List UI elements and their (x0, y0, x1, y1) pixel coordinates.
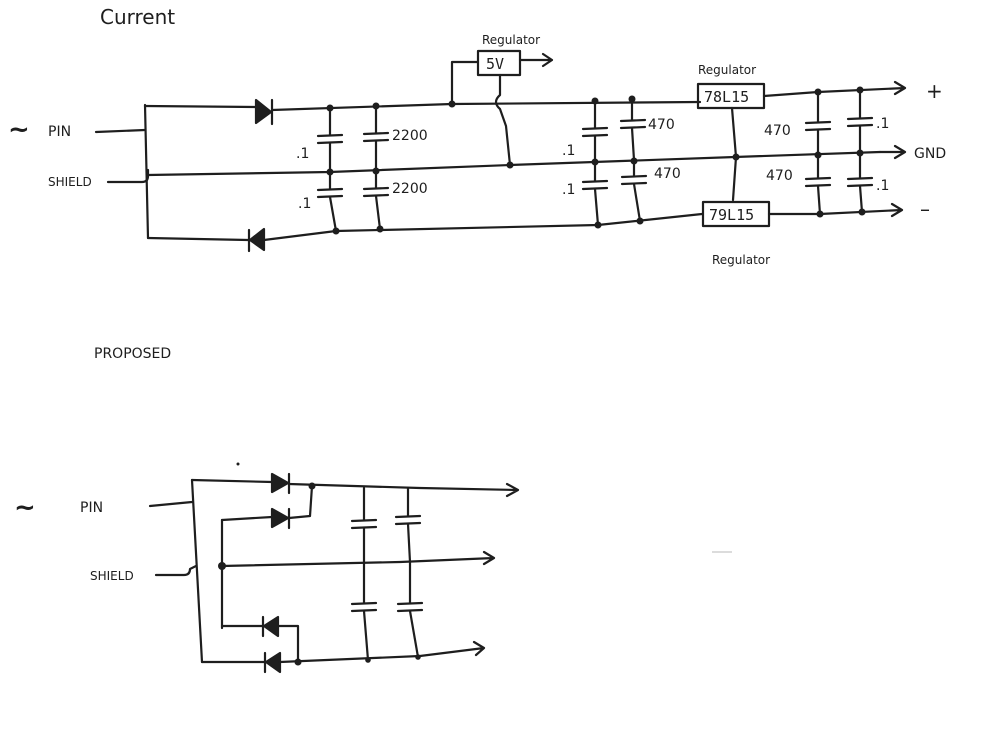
proposed-cap-3 (394, 486, 422, 564)
cap-out-2-label: 470 (766, 168, 793, 184)
cap-out-1-label: 470 (764, 123, 791, 139)
cap-small-3-label: .1 (562, 143, 575, 159)
proposed-shield-lead (154, 564, 198, 577)
cap-small-5-label: .1 (876, 116, 889, 132)
regulator-5v-output-arrow (518, 52, 554, 68)
proposed-diode-4 (263, 651, 282, 674)
current-title: Current (100, 5, 175, 29)
out-cap-470-bottom (804, 154, 832, 216)
proposed-cap-2 (350, 562, 378, 662)
proposed-pin-lead (148, 500, 194, 508)
ground-output-arrow (878, 144, 907, 160)
regulator-pos-label: Regulator (698, 63, 756, 77)
regulator-5v-value: 5V (486, 55, 504, 73)
proposed-title: PROPOSED (94, 346, 171, 362)
out-cap-small-top (846, 88, 874, 154)
proposed-cap-4 (396, 560, 424, 659)
current-pin-label: PIN (48, 124, 71, 140)
regulator-neg-label: Regulator (712, 253, 770, 267)
filter-cap-small-top (316, 106, 344, 173)
proposed-top-in (190, 478, 274, 484)
cap-small-1-label: .1 (296, 146, 309, 162)
output-gnd-label: GND (914, 146, 946, 162)
proposed-ac-source-icon: ~ (14, 493, 36, 523)
proposed-diode-2 (270, 507, 291, 530)
proposed-pin-label: PIN (80, 500, 103, 516)
negative-output-arrow (767, 202, 904, 218)
output-plus-label: + (926, 79, 943, 103)
proposed-junction-dots (218, 482, 421, 666)
mid-cap-small-top (581, 99, 609, 163)
proposed-outer-bus (190, 478, 204, 664)
out-cap-470-top (804, 91, 832, 156)
regulator-pos-value: 78L15 (704, 88, 749, 106)
output-minus-label: – (920, 197, 930, 221)
stray-dot (236, 462, 240, 466)
proposed-diode-1 (270, 472, 291, 495)
proposed-diode-tie-bottom (276, 624, 300, 664)
positive-output-arrow (762, 80, 907, 98)
regulator-5v-label: Regulator (482, 33, 540, 47)
cap-small-4-label: .1 (562, 182, 575, 198)
current-junction-dots (326, 86, 866, 235)
cap-bulk-2-label: 2200 (392, 181, 428, 197)
rectifier-diode-bottom (247, 227, 266, 253)
bulk-cap-bottom (362, 171, 390, 231)
cap-small-6-label: .1 (876, 178, 889, 194)
proposed-negative-rail (278, 640, 486, 664)
proposed-center-top (220, 515, 274, 522)
top-rail-in (143, 104, 257, 109)
bottom-rail-in (146, 236, 250, 242)
input-bus (143, 103, 150, 240)
proposed-positive-rail (287, 482, 520, 498)
ac-source-icon: ~ (8, 115, 30, 145)
pin-lead (94, 128, 147, 134)
mid-cap-470-top (619, 97, 647, 162)
cap-mid-2-label: 470 (654, 166, 681, 182)
cap-mid-1-label: 470 (648, 117, 675, 133)
proposed-diode-3 (261, 615, 280, 638)
out-cap-small-bottom (846, 152, 874, 214)
rectifier-diode-top (254, 98, 274, 126)
proposed-shield-label: SHIELD (90, 569, 134, 583)
negative-rail (262, 212, 704, 242)
cap-bulk-1-label: 2200 (392, 128, 428, 144)
mid-cap-470-bottom (620, 160, 648, 223)
positive-rail (270, 100, 702, 112)
shield-lead (106, 168, 150, 184)
proposed-diode-tie-top (287, 484, 314, 520)
filter-cap-small-bottom (316, 172, 344, 233)
proposed-circuit: PROPOSED ~ PIN SHIELD (14, 346, 732, 674)
proposed-cap-1 (350, 486, 378, 566)
current-circuit: Current ~ PIN SHIELD (8, 5, 946, 267)
current-shield-label: SHIELD (48, 175, 92, 189)
regulator-neg-value: 79L15 (709, 206, 754, 224)
cap-small-2-label: .1 (298, 196, 311, 212)
bulk-cap-top (362, 104, 390, 172)
mid-cap-small-bottom (581, 162, 609, 227)
regulator-5v-ground (494, 73, 512, 167)
proposed-ground-rail (220, 550, 496, 568)
regulator-5v-input (450, 60, 480, 106)
